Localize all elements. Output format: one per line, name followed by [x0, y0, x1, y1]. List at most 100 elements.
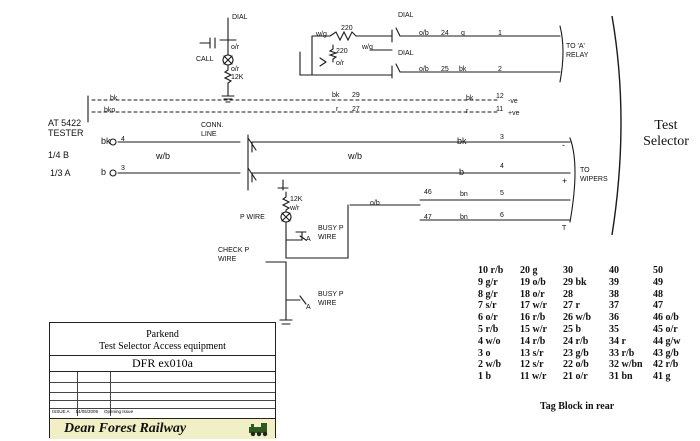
tag-cell: 27 r	[563, 300, 580, 312]
tag-cell: 4 w/o	[478, 335, 501, 347]
relay-num-1: 1	[498, 30, 502, 37]
wg-label-2: w/g	[362, 44, 373, 51]
tag-cell: 31 bn	[609, 371, 633, 383]
cap-mid-label: o/r	[336, 60, 345, 67]
call-cap	[199, 37, 216, 49]
tb-rule	[50, 392, 275, 393]
tag-cell: 21 o/r	[563, 371, 588, 383]
tester-14b: 1/4 B	[48, 150, 70, 160]
call-dial-wire	[219, 17, 237, 56]
tb-railway-name: Dean Forest Railway	[64, 421, 187, 436]
tag-cell: 14 r/b	[520, 335, 546, 347]
tb-drawing-number: DFR ex010a	[50, 355, 275, 372]
dial-label-right-mid: DIAL	[398, 50, 414, 57]
wire-ob-mid: o/b	[419, 66, 429, 73]
wiper-line-1	[117, 137, 571, 153]
relay-bracket	[559, 25, 564, 83]
tag-cell: 50	[653, 265, 663, 276]
tag-cell: 39	[609, 276, 619, 288]
tag-cell: 33 r/b	[609, 347, 635, 359]
bus2-bko: bko	[104, 107, 116, 114]
tag-cell: 22 o/b	[563, 359, 589, 371]
check-pwire-label: CHECK P WIRE	[218, 247, 249, 263]
title-block: Parkend Test Selector Access equipment D…	[49, 322, 276, 439]
tag-cell: 10 r/b	[478, 265, 504, 276]
tb-remark: Opening Issue	[104, 409, 134, 414]
tag-cell: 18 o/r	[520, 288, 545, 300]
bus-12: 12	[496, 93, 504, 100]
bus-bk-mid: bk	[332, 92, 340, 99]
at-tester-label: AT 5422 TESTER	[48, 118, 84, 138]
tag-cell: 8 g/r	[478, 288, 498, 300]
tag-cell: 12 s/r	[520, 359, 544, 371]
wire-ob-top: o/b	[419, 30, 429, 37]
dial-label-left: DIAL	[232, 14, 248, 21]
tb-col-rule	[110, 372, 111, 416]
bus-29: 29	[352, 92, 360, 99]
tag-cell: 23 g/b	[563, 347, 589, 359]
tag-cell: 26 w/b	[563, 312, 592, 324]
tag-cell: 49	[653, 276, 663, 288]
tag-cell: 34 r	[609, 335, 626, 347]
tb-rule	[50, 400, 275, 401]
tag-cell: 15 w/r	[520, 323, 547, 335]
ob-label: o/b	[370, 200, 380, 207]
w2-4: 4	[500, 163, 504, 170]
bus-bk-label: bk	[110, 95, 118, 102]
tb-company: Parkend	[146, 329, 179, 340]
r220-top	[329, 30, 393, 42]
tag-cell: 45 o/r	[653, 323, 678, 335]
bus-neg-ve: -ve	[508, 98, 518, 105]
r220-top-label: 220	[341, 25, 353, 32]
tag-cell: 7 s/r	[478, 300, 497, 312]
tb-issue-row: ISSUE A 14/05/2009 Opening Issue	[52, 409, 133, 415]
bus2-27: 27	[352, 106, 360, 113]
tag-cell: 17 w/r	[520, 300, 547, 312]
tb-title: Test Selector Access equipment	[99, 341, 226, 352]
tb-rule	[50, 408, 275, 409]
tag-cell: 35	[609, 323, 619, 335]
tag-cell: 11 w/r	[520, 371, 547, 383]
w1-4: 4	[121, 136, 125, 143]
tag-cell: 38	[609, 288, 619, 300]
tag-cell: 37	[609, 300, 619, 312]
tag-cell: 43 g/b	[653, 347, 679, 359]
p-wire-label: P WIRE	[240, 214, 265, 221]
tag-block-caption: Tag Block in rear	[540, 401, 615, 412]
right-6: 6	[500, 212, 504, 219]
w2-b: b	[101, 167, 107, 177]
tag-cell: 13 s/r	[520, 347, 544, 359]
res12k-top: 12K	[231, 74, 244, 81]
tb-railway-banner: Dean Forest Railway	[50, 418, 275, 439]
tag-cell: 2 w/b	[478, 359, 502, 371]
busy-pwire2-contact	[285, 295, 307, 305]
conn-line-label: CONN. LINE	[201, 122, 224, 138]
dial-mid-contact	[391, 63, 561, 79]
busy-pwire-2: BUSY P WIRE	[318, 291, 344, 307]
call-label: CALL	[196, 56, 214, 63]
tag-cell: 48	[653, 288, 663, 300]
wipers-bracket	[569, 137, 576, 223]
call-resistor	[223, 64, 233, 97]
tag-24-label: 24	[441, 30, 449, 37]
tb-date: 14/05/2009	[75, 409, 99, 414]
g-label: g	[461, 30, 465, 37]
wiper-line-2	[117, 167, 571, 183]
right-T: T	[562, 225, 567, 232]
tag-cell: 20 g	[520, 265, 538, 276]
tag-cell: 41 g	[653, 371, 671, 383]
r220-mid-label: 220	[336, 48, 348, 55]
w2-b-right: b	[459, 167, 465, 177]
w1-bk: bk	[101, 136, 111, 146]
bus-pos-ve: +ve	[508, 110, 520, 117]
lamp-wire-label: o/r	[231, 66, 240, 73]
tag-cell: 30	[563, 265, 573, 276]
tag-cell: 5 r/b	[478, 323, 499, 335]
cap-label: o/r	[231, 44, 240, 51]
